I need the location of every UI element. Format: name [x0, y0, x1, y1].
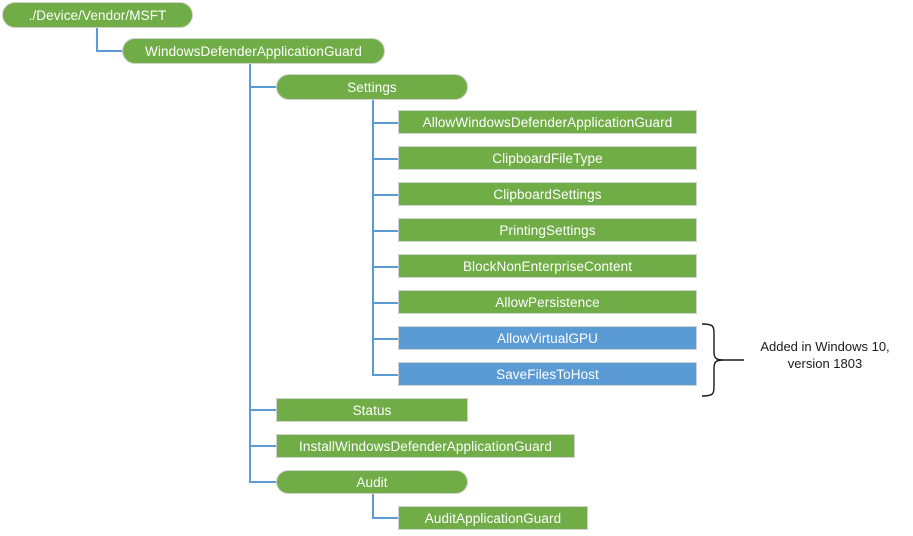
node-root[interactable]: ./Device/Vendor/MSFT [2, 2, 193, 28]
node-audit-child-label: AuditApplicationGuard [424, 510, 562, 526]
connector-audit-to-child [372, 517, 399, 519]
node-blocknonenterprisecontent[interactable]: BlockNonEnterpriseContent [398, 254, 697, 278]
connector-audit-trunk [372, 494, 374, 518]
node-label: ClipboardSettings [493, 186, 602, 202]
node-status-label: Status [352, 402, 392, 418]
node-printingsettings[interactable]: PrintingSettings [398, 218, 697, 242]
node-install-label: InstallWindowsDefenderApplicationGuard [299, 438, 552, 454]
connector-wdag-to-status [249, 409, 277, 411]
connector-settings-child-8 [372, 374, 399, 376]
node-settings-label: Settings [347, 79, 397, 95]
node-label: SaveFilesToHost [496, 366, 599, 382]
connector-settings-child-5 [372, 266, 399, 268]
connector-settings-child-7 [372, 338, 399, 340]
node-windowsdefenderapplicationguard[interactable]: WindowsDefenderApplicationGuard [122, 38, 385, 64]
node-allowpersistence[interactable]: AllowPersistence [398, 290, 697, 314]
node-label: AllowVirtualGPU [496, 330, 599, 346]
node-label: ClipboardFileType [492, 150, 603, 166]
connector-wdag-to-install [249, 445, 277, 447]
node-label: PrintingSettings [499, 222, 596, 238]
node-allowvirtualgpu[interactable]: AllowVirtualGPU [398, 326, 697, 350]
connector-settings-child-4 [372, 230, 399, 232]
annotation-line-1: Added in Windows 10, [760, 339, 890, 354]
node-label: AllowPersistence [495, 294, 600, 310]
node-label: AllowWindowsDefenderApplicationGuard [422, 114, 673, 130]
connector-settings-trunk [372, 100, 374, 374]
node-root-label: ./Device/Vendor/MSFT [28, 7, 167, 23]
connector-wdag-trunk [249, 64, 251, 482]
node-allowwindowsdefenderapplicationguard[interactable]: AllowWindowsDefenderApplicationGuard [398, 110, 697, 134]
node-clipboardsettings[interactable]: ClipboardSettings [398, 182, 697, 206]
annotation-line-2: version 1803 [787, 356, 863, 371]
connector-settings-child-1 [372, 122, 399, 124]
connector-settings-child-6 [372, 302, 399, 304]
node-savefilestohost[interactable]: SaveFilesToHost [398, 362, 697, 386]
node-audit-label: Audit [356, 474, 388, 490]
node-settings[interactable]: Settings [276, 74, 468, 100]
connector-wdag-to-settings [249, 86, 277, 88]
node-installwindowsdefenderapplicationguard[interactable]: InstallWindowsDefenderApplicationGuard [276, 434, 575, 458]
connector-settings-child-2 [372, 158, 399, 160]
connector-root-vertical [96, 28, 98, 51]
node-status[interactable]: Status [276, 398, 468, 422]
connector-root-to-wdag [96, 50, 124, 52]
node-wdag-label: WindowsDefenderApplicationGuard [145, 43, 362, 59]
annotation-added-in-windows: Added in Windows 10, version 1803 [740, 338, 910, 372]
node-label: BlockNonEnterpriseContent [462, 258, 633, 274]
connector-wdag-to-audit [249, 481, 277, 483]
annotation-brace [701, 323, 744, 397]
node-clipboardfiletype[interactable]: ClipboardFileType [398, 146, 697, 170]
connector-settings-child-3 [372, 194, 399, 196]
node-audit[interactable]: Audit [276, 470, 468, 494]
node-auditapplicationguard[interactable]: AuditApplicationGuard [398, 506, 588, 530]
